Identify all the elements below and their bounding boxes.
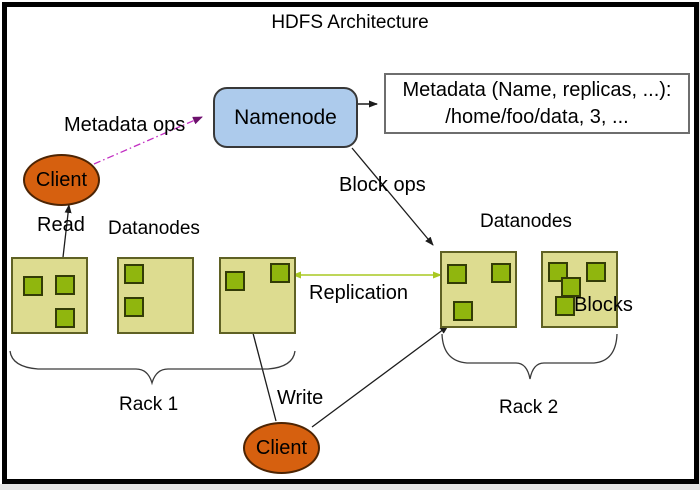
label-block-ops: Block ops [339, 174, 426, 196]
label-write: Write [277, 387, 324, 409]
label-blocks: Blocks [574, 294, 633, 316]
block-square [55, 308, 75, 328]
label-rack2: Rack 2 [499, 397, 559, 418]
metadata-box: Metadata (Name, replicas, ...): /home/fo… [384, 73, 690, 134]
label-metadata-ops: Metadata ops [64, 114, 186, 136]
namenode-box: Namenode [213, 87, 358, 148]
block-square [491, 263, 511, 283]
metadata-line2: /home/foo/data, 3, ... [445, 105, 629, 128]
label-datanodes-rack1: Datanodes [108, 218, 200, 239]
block-square [586, 262, 606, 282]
metadata-line1: Metadata (Name, replicas, ...): [402, 79, 672, 102]
block-square [55, 275, 75, 295]
datanode-rack1-1 [11, 257, 88, 334]
block-square [453, 301, 473, 321]
block-square [555, 296, 575, 316]
block-square [124, 297, 144, 317]
block-square [23, 276, 43, 296]
label-datanodes-rack2: Datanodes [480, 211, 572, 232]
block-square [447, 264, 467, 284]
page-title: HDFS Architecture [271, 12, 429, 33]
client-read-ellipse: Client [23, 154, 100, 206]
page-edge-bottom [0, 484, 700, 490]
label-rack1: Rack 1 [119, 394, 179, 415]
block-square [124, 264, 144, 284]
block-square [270, 263, 290, 283]
client-write-ellipse: Client [243, 422, 320, 474]
label-replication: Replication [309, 282, 408, 304]
label-read: Read [37, 214, 85, 236]
block-square [225, 271, 245, 291]
